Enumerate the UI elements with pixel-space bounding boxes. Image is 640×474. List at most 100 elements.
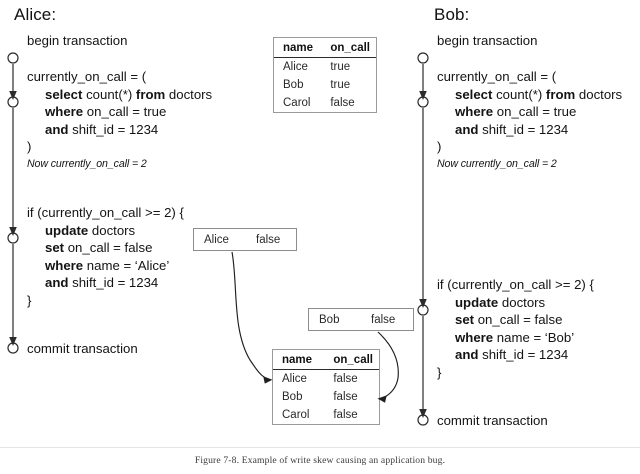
table-row: Alice false [273,370,379,389]
arrow-bob-write-to-table [377,331,399,399]
bob-write-box-value: false [371,313,396,326]
code-text: shift_id = 1234 [68,275,159,290]
code-text: shift_id = 1234 [478,347,569,362]
code-text: commit transaction [437,413,548,428]
code-line: select count(*) from doctors [437,86,622,104]
sql-keyword: select [455,86,493,102]
code-line: } [437,364,594,382]
code-line: commit transaction [27,340,138,358]
code-line: and shift_id = 1234 [27,121,212,139]
code-text: ) [27,139,32,154]
sql-keyword: where [45,104,84,119]
alice-write-box-value: false [256,233,281,246]
cell-name: Carol [283,97,311,109]
step-note: Now currently_on_call = 2 [437,157,557,170]
table-row: Carol false [274,94,376,112]
sql-keyword: select [45,86,83,102]
code-text: on_call = false [474,312,563,327]
cell-name: Bob [283,79,304,91]
code-line: currently_on_call = ( [437,68,622,86]
code-line: if (currently_on_call >= 2) { [27,204,184,222]
code-line: ) [437,138,622,156]
step-alice-read: currently_on_call = ( select count(*) fro… [27,68,212,173]
cell-name: Carol [282,409,310,421]
alice-write-box: Alice false [193,228,297,251]
cell-on-call: true [330,79,351,91]
sql-keyword: where [455,329,494,345]
arrow-alice-write-to-table [231,251,269,380]
code-text: currently_on_call = ( [27,69,147,84]
sql-keyword: update [45,222,89,238]
cell-name: Bob [282,391,303,403]
sql-keyword: where [45,257,84,273]
code-line: } [27,292,184,310]
cell-on-call: false [333,373,358,385]
code-line: set on_call = false [27,239,184,257]
code-text: on_call = false [64,240,153,255]
caption-divider [0,447,640,448]
actor-title-alice: Alice: [14,5,57,24]
code-text: name = ‘Bob’ [493,329,575,345]
code-text: commit transaction [27,341,138,356]
sql-keyword: set [45,240,65,255]
code-text: doctors [165,86,213,102]
code-text: } [27,292,32,308]
code-line: currently_on_call = ( [27,68,212,86]
cell-on-call: false [330,97,355,109]
step-alice-commit: commit transaction [27,340,138,358]
code-text: count(*) [82,86,136,102]
timeline-alice [7,52,19,354]
code-text: if (currently_on_call >= 2) { [27,205,184,220]
code-line: update doctors [27,222,184,240]
code-text: ) [437,139,442,154]
table-row: Bob true [274,76,376,94]
code-line: if (currently_on_call >= 2) { [437,276,594,294]
sql-keyword: and [455,347,479,362]
code-text: shift_id = 1234 [68,121,159,137]
code-text: on_call = true [493,104,577,119]
timeline-bob [417,52,429,426]
sql-keyword: update [455,294,499,310]
code-text: } [437,364,442,380]
actor-title-bob: Bob: [434,5,470,24]
code-text: doctors [575,86,623,102]
cell-name: Alice [283,61,308,73]
column-header: name [274,38,322,58]
code-text: if (currently_on_call >= 2) { [437,277,594,292]
code-line: and shift_id = 1234 [437,346,594,364]
code-text: begin transaction [27,33,128,48]
code-line: where name = ‘Alice’ [27,257,184,275]
step-bob-begin: begin transaction [437,32,537,50]
code-line: update doctors [437,294,594,312]
sql-keyword: where [455,104,494,119]
code-line: select count(*) from doctors [27,86,212,104]
sql-keyword: set [455,312,475,327]
bob-write-box: Bob false [308,308,414,331]
code-text: count(*) [492,86,546,102]
sql-keyword: from [135,86,166,102]
code-line: where on_call = true [27,103,212,121]
figure-caption: Figure 7-8. Example of write skew causin… [194,455,446,466]
code-text: on_call = true [83,104,167,119]
code-text: shift_id = 1234 [478,121,569,137]
step-bob-write: if (currently_on_call >= 2) { update doct… [437,276,594,381]
code-line: ) [27,138,212,156]
cell-name: Alice [282,373,307,385]
code-text: doctors [88,222,136,238]
bob-write-box-name: Bob [319,313,340,326]
step-alice-write: if (currently_on_call >= 2) { update doct… [27,204,184,309]
step-bob-read: currently_on_call = (select count(*) fro… [437,68,622,173]
step-alice-begin: begin transaction [27,32,127,50]
code-line: set on_call = false [437,311,594,329]
column-header: on_call [324,350,379,370]
code-text: doctors [498,294,546,310]
column-header: name [273,350,325,370]
code-text: name = ‘Alice’ [83,257,170,273]
